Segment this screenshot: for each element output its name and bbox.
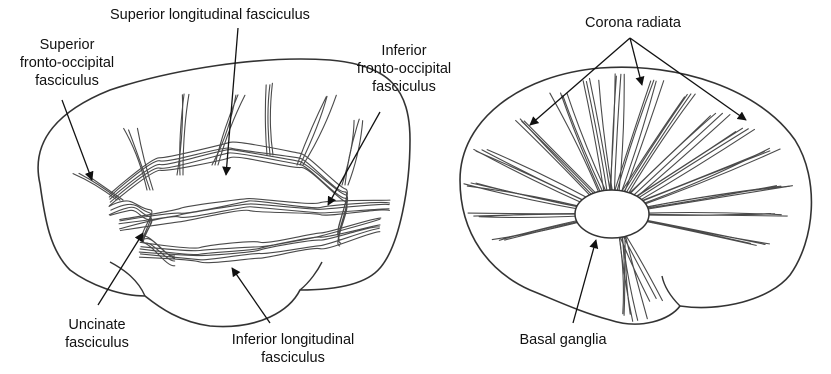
projection-fiber: [303, 95, 336, 165]
label-inferior-fronto-occipital-line1: Inferior: [345, 42, 463, 60]
arrow-superior-fronto-occipital: [62, 100, 92, 180]
label-basal-ganglia: Basal ganglia: [498, 331, 628, 349]
label-inferior-fronto-occipital: Inferior fronto-occipital fasciculus: [345, 42, 463, 96]
label-corona-radiata: Corona radiata: [568, 14, 698, 32]
projection-fiber: [124, 128, 147, 190]
arrow-basal-ganglia: [573, 240, 596, 323]
label-inferior-longitudinal-line2: fasciculus: [208, 349, 378, 367]
superior-longitudinal-fiber: [110, 142, 347, 233]
label-superior-longitudinal: Superior longitudinal fasciculus: [110, 6, 310, 24]
label-inferior-longitudinal: Inferior longitudinal fasciculus: [208, 331, 378, 367]
label-uncinate-line2: fasciculus: [42, 334, 152, 352]
label-superior-fronto-occipital-line2: fronto-occipital: [8, 54, 126, 72]
inferior-fronto-occipital-fiber: [120, 199, 390, 220]
basal-ganglia-shape: [575, 190, 649, 238]
label-superior-fronto-occipital-line1: Superior: [8, 36, 126, 54]
label-uncinate-line1: Uncinate: [42, 316, 152, 334]
label-superior-fronto-occipital: Superior fronto-occipital fasciculus: [8, 36, 126, 90]
left-cerebellum-notch: [300, 262, 322, 290]
left-brain-outline: [38, 59, 410, 326]
label-inferior-fronto-occipital-line3: fasciculus: [345, 78, 463, 96]
arrow-corona-right: [630, 38, 746, 120]
projection-fiber: [265, 85, 267, 155]
left-hemisphere: [38, 59, 410, 326]
label-uncinate: Uncinate fasciculus: [42, 316, 152, 352]
projection-fiber: [79, 173, 120, 200]
projection-fiber: [270, 83, 273, 155]
right-notch: [662, 276, 680, 306]
arrow-inferior-longitudinal: [232, 268, 270, 323]
arrow-uncinate: [98, 233, 143, 305]
projection-fiber: [215, 95, 238, 165]
projection-fiber: [342, 120, 354, 185]
label-superior-fronto-occipital-line3: fasciculus: [8, 72, 126, 90]
inferior-longitudinal-fiber: [139, 227, 379, 256]
right-hemisphere: [460, 67, 811, 324]
label-inferior-longitudinal-line1: Inferior longitudinal: [208, 331, 378, 349]
label-inferior-fronto-occipital-line2: fronto-occipital: [345, 60, 463, 78]
projection-fiber: [268, 85, 270, 155]
